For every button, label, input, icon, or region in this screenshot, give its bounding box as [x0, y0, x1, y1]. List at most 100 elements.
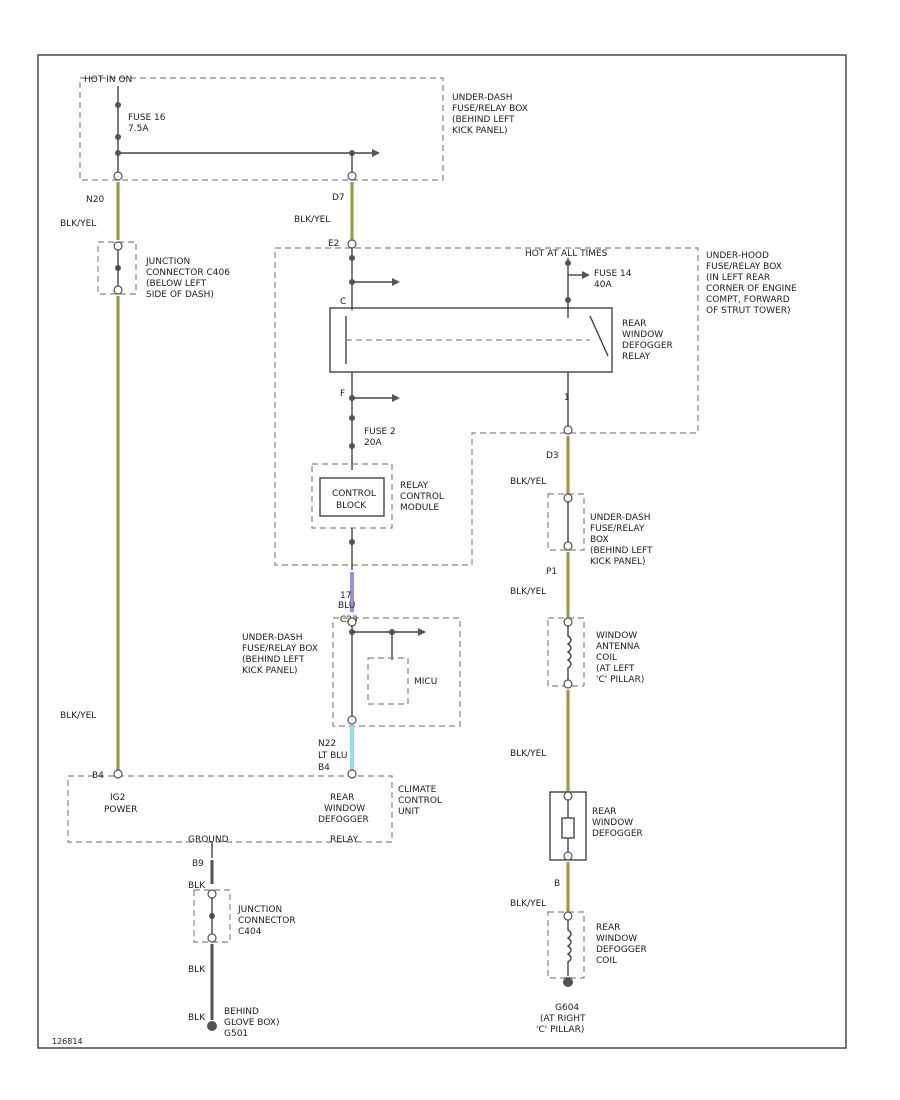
def-line3: DEFOGGER	[592, 829, 643, 839]
underdash-fuse-box-2	[332, 617, 461, 727]
fuse-14-rating: 40A	[594, 280, 612, 290]
ground-label: GROUND	[188, 835, 229, 845]
ground-g604-line2: (AT RIGHT	[540, 1014, 586, 1024]
ud-box-1-line4: KICK PANEL)	[452, 126, 508, 136]
wire-color-blk-yel-r3: BLK/YEL	[510, 749, 546, 759]
cc-unit-line2: CONTROL	[398, 796, 442, 806]
cc-relay-line1: REAR	[330, 793, 354, 803]
fuse-2-rating: 20A	[364, 438, 382, 448]
climate-control-unit	[67, 775, 393, 843]
ud2-line2: FUSE/RELAY BOX	[242, 644, 318, 654]
conn-b9-label: B9	[192, 859, 204, 869]
cc-unit-line1: CLIMATE	[398, 785, 437, 795]
wire-color-blk-yel-2: BLK/YEL	[294, 215, 330, 225]
relay-line1: REAR	[622, 319, 646, 329]
conn-d3-label: D3	[546, 451, 559, 461]
coil-line1: REAR	[596, 923, 620, 933]
rcm-line2: CONTROL	[400, 492, 444, 502]
rear-window-defogger-relay	[329, 307, 613, 373]
rcm-line1: RELAY	[400, 481, 429, 491]
fuse-16-rating: 7.5A	[128, 124, 149, 134]
conn-n22-label: N22	[318, 739, 336, 749]
footer-code: 126814	[52, 1037, 83, 1046]
ud3-line3: BOX	[590, 535, 609, 545]
conn-p1-label: P1	[546, 567, 557, 577]
wire-color-blk-yel-3: BLK/YEL	[60, 711, 96, 721]
ud-box-1-line1: UNDER-DASH	[452, 93, 512, 103]
pin-b4-label: B4	[92, 771, 104, 781]
ant-line4: (AT LEFT	[596, 664, 635, 674]
coil-line3: DEFOGGER	[596, 945, 647, 955]
jc2-line3: C404	[238, 927, 262, 937]
cc-relay-line3: DEFOGGER	[318, 815, 369, 825]
underdash-fuse-box-3	[547, 493, 585, 551]
relay-line4: RELAY	[622, 352, 651, 362]
jc-c406-line2: CONNECTOR C406	[146, 268, 230, 278]
conn-e2-label: E2	[328, 239, 339, 249]
cc-relay-line2: WINDOW	[324, 804, 365, 814]
ground-g501-line3: G501	[224, 1029, 248, 1039]
diagram-frame	[37, 54, 847, 1049]
wire-color-lt-blu: LT BLU	[318, 751, 347, 761]
wire-color-blk-2: BLK	[188, 965, 206, 975]
uh-box-line5: COMPT, FORWARD	[706, 295, 790, 305]
ud3-line5: KICK PANEL)	[590, 557, 646, 567]
ud2-line1: UNDER-DASH	[242, 633, 302, 643]
jc-c406-line3: (BELOW LEFT	[146, 279, 207, 289]
ant-line1: WINDOW	[596, 631, 637, 641]
pin-1-label: 1	[564, 393, 570, 403]
ud-box-1-line2: FUSE/RELAY BOX	[452, 104, 528, 114]
ground-g604-line1: G604	[555, 1003, 579, 1013]
ud3-line4: (BEHIND LEFT	[590, 546, 653, 556]
ground-g501-line2: GLOVE BOX)	[224, 1018, 280, 1028]
hot-in-on-label: HOT IN ON	[84, 75, 132, 85]
pin-f-label: F	[340, 389, 345, 399]
ig2-power-line2: POWER	[104, 805, 137, 815]
conn-n20-label: N20	[86, 195, 104, 205]
wire-color-blk-1: BLK	[188, 881, 206, 891]
control-block-line2: BLOCK	[336, 501, 367, 511]
uh-box-line6: OF STRUT TOWER)	[706, 306, 790, 316]
control-block	[319, 477, 385, 517]
hot-at-all-times-label: HOT AT ALL TIMES	[525, 249, 608, 259]
wire-color-blk-yel-r2: BLK/YEL	[510, 587, 546, 597]
coil-line2: WINDOW	[596, 934, 637, 944]
uh-box-line2: FUSE/RELAY BOX	[706, 262, 782, 272]
control-block-line1: CONTROL	[332, 489, 376, 499]
uh-box-line3: (IN LEFT REAR	[706, 273, 770, 283]
cc-relay-line4: RELAY	[330, 835, 359, 845]
uh-box-line1: UNDER-HOOD	[706, 251, 769, 261]
ground-g604-line3: 'C' PILLAR)	[536, 1025, 584, 1035]
ud3-line1: UNDER-DASH	[590, 513, 650, 523]
ud2-line3: (BEHIND LEFT	[242, 655, 305, 665]
micu-box	[367, 657, 409, 705]
ud3-line2: FUSE/RELAY	[590, 524, 645, 534]
fuse-14-label: FUSE 14	[594, 269, 632, 279]
ant-line2: ANTENNA	[596, 642, 641, 652]
jc-c406-line4: SIDE OF DASH)	[146, 290, 214, 300]
ground-g501-line1: BEHIND	[224, 1007, 259, 1017]
fuse-2-label: FUSE 2	[364, 427, 396, 437]
coil-line4: COIL	[596, 956, 617, 966]
wire-color-blk-yel-r1: BLK/YEL	[510, 477, 546, 487]
pin-c-label: C	[340, 297, 346, 307]
ant-line3: COIL	[596, 653, 617, 663]
underhood-fuse-box	[274, 247, 699, 566]
wire-color-blk-yel-r4: BLK/YEL	[510, 899, 546, 909]
jc-c406-line1: JUNCTION	[145, 257, 190, 267]
relay-line3: DEFOGGER	[622, 341, 673, 351]
def-line1: REAR	[592, 807, 616, 817]
uh-box-line4: CORNER OF ENGINE	[706, 284, 797, 294]
ant-line5: 'C' PILLAR)	[596, 675, 644, 685]
jc2-line1: JUNCTION	[237, 905, 282, 915]
junction-connector-c406	[97, 241, 137, 295]
relay-line2: WINDOW	[622, 330, 663, 340]
ig2-power-line1: IG2	[110, 793, 125, 803]
conn-d7-label: D7	[332, 193, 345, 203]
def-line2: WINDOW	[592, 818, 633, 828]
ud-box-1-line3: (BEHIND LEFT	[452, 115, 515, 125]
rcm-line3: MODULE	[400, 503, 439, 513]
cc-unit-line3: UNIT	[398, 807, 420, 817]
pin-b-label: B	[554, 879, 560, 889]
